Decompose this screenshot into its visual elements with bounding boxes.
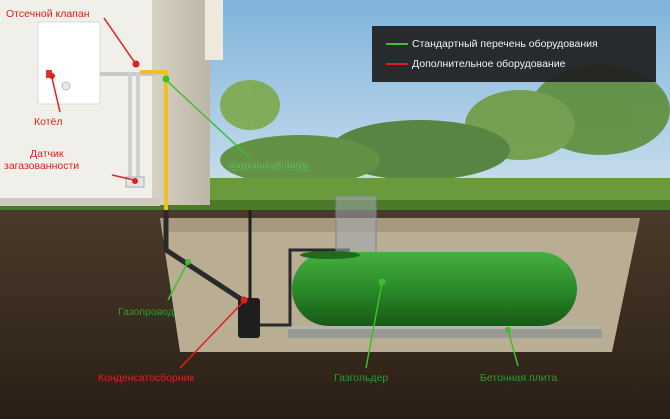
label-gas-holder: Газгольдер [334,372,389,384]
gas-tank [292,252,577,326]
legend-text-standard: Стандартный перечень оборудования [412,38,598,50]
legend-text-additional: Дополнительное оборудование [412,58,566,70]
callout-lines [49,17,519,369]
yellow-gas-pipe [140,70,166,74]
legend-marker-standard [386,43,408,45]
label-shutoff-valve: Отсечной клапан [6,8,90,20]
label-condensate-collector: Конденсатосборник [98,372,195,384]
house-facade [150,0,210,205]
label-concrete-slab: Бетонная плита [480,372,558,384]
boiler-unit [37,21,101,105]
legend-item-additional: Дополнительное оборудование [372,56,565,72]
label-boiler: Котёл [34,116,63,128]
label-sensor-line1: Датчик [30,148,64,160]
label-basement-inlet: Цокольный ввод [228,160,309,172]
condensate-collector-unit [238,298,260,338]
label-sensor-line2: загазованности [4,160,80,172]
legend-item-standard: Стандартный перечень оборудования [372,36,598,52]
background-trees [220,65,670,185]
tank-hatch [335,195,377,257]
label-gas-pipeline: Газопровод [118,306,174,318]
legend-marker-additional [386,63,408,65]
legend-box: Стандартный перечень оборудования Дополн… [372,26,656,82]
